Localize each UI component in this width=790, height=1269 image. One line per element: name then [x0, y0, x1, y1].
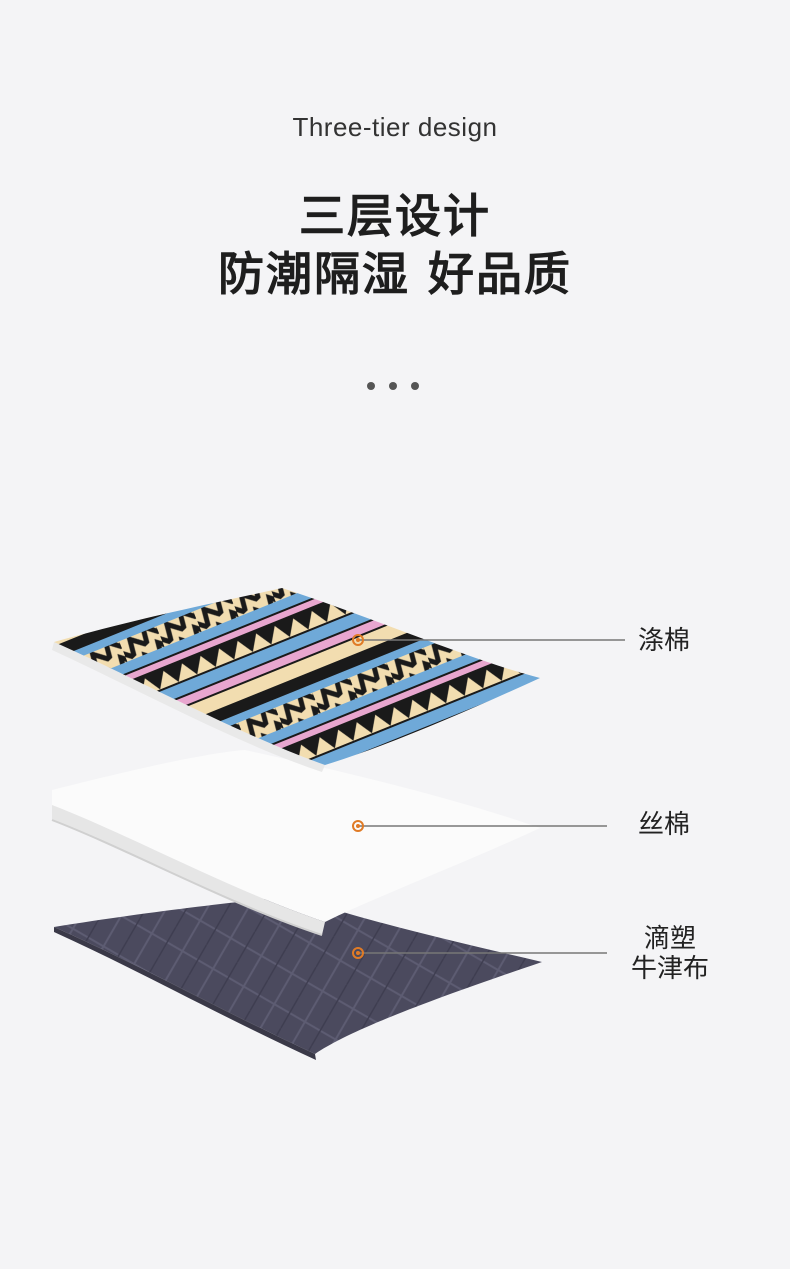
- layer-label-polyester-cotton: 涤棉: [638, 626, 691, 656]
- fabric-layers-diagram: [51, 588, 625, 1060]
- marker-dot: [352, 947, 364, 959]
- layer-label-oxford-line2: 牛津布: [630, 954, 709, 984]
- layer-label-oxford: 滴塑 牛津布: [628, 924, 712, 984]
- page-title-line1: 三层设计: [299, 189, 491, 243]
- layer-label-silk-cotton: 丝棉: [638, 810, 691, 840]
- divider-dot: [367, 382, 375, 390]
- marker-dot: [352, 820, 364, 832]
- subtitle-english: Three-tier design: [292, 112, 498, 142]
- leader-line-3: [352, 947, 607, 959]
- leader-line-1: [352, 634, 625, 646]
- bottom-layer-oxford: [54, 896, 542, 1060]
- page-title-line2: 防潮隔湿 好品质: [217, 247, 572, 301]
- section-divider-dots: [367, 382, 419, 390]
- marker-dot: [352, 634, 364, 646]
- middle-layer-silk-cotton: [51, 750, 540, 936]
- layer-label-oxford-line1: 滴塑: [643, 924, 696, 954]
- divider-dot: [411, 382, 419, 390]
- divider-dot: [389, 382, 397, 390]
- leader-line-2: [352, 820, 607, 832]
